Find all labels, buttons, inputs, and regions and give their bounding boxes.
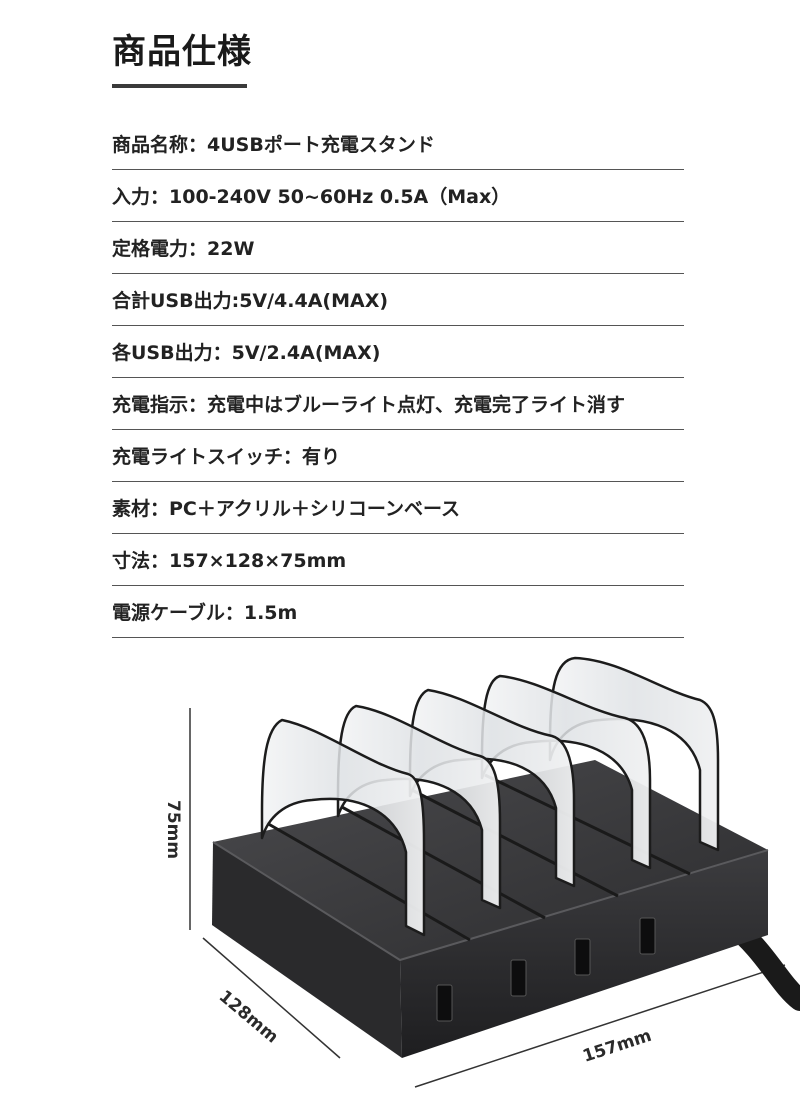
spec-charge-indicator: 充電指示：充電中はブルーライト点灯、充電完了ライト消す: [112, 378, 684, 430]
depth-label: 128mm: [215, 987, 282, 1048]
spec-power-cable: 電源ケーブル：1.5m: [112, 586, 684, 638]
usb-port-3: [574, 938, 591, 976]
spec-total-usb-output: 合計USB出力:5V/4.4A(MAX): [112, 274, 684, 326]
usb-port-4: [639, 917, 656, 955]
product-illustration: 75mm 128mm 157mm: [163, 656, 800, 1088]
height-dimension: 75mm: [163, 708, 191, 930]
usb-ports: [436, 917, 656, 1022]
acrylic-plate-1: [260, 718, 426, 937]
usb-port-2: [510, 959, 527, 997]
spec-material: 素材：PC＋アクリル＋シリコーンベース: [112, 482, 684, 534]
spec-dimensions: 寸法：157×128×75mm: [112, 534, 684, 586]
title-underline: [112, 84, 247, 88]
spec-rated-power: 定格電力：22W: [112, 222, 684, 274]
spec-input: 入力：100-240V 50~60Hz 0.5A（Max）: [112, 170, 684, 222]
spec-each-usb-output: 各USB出力：5V/2.4A(MAX): [112, 326, 684, 378]
acrylic-dividers: [260, 656, 720, 937]
page-title: 商品仕様: [112, 32, 252, 72]
spec-product-name: 商品名称：4USBポート充電スタンド: [112, 118, 684, 170]
spec-list: 商品名称：4USBポート充電スタンド 入力：100-240V 50~60Hz 0…: [112, 118, 684, 638]
height-label: 75mm: [163, 800, 183, 859]
width-label: 157mm: [580, 1026, 654, 1067]
spec-light-switch: 充電ライトスイッチ：有り: [112, 430, 684, 482]
usb-port-1: [436, 984, 453, 1022]
